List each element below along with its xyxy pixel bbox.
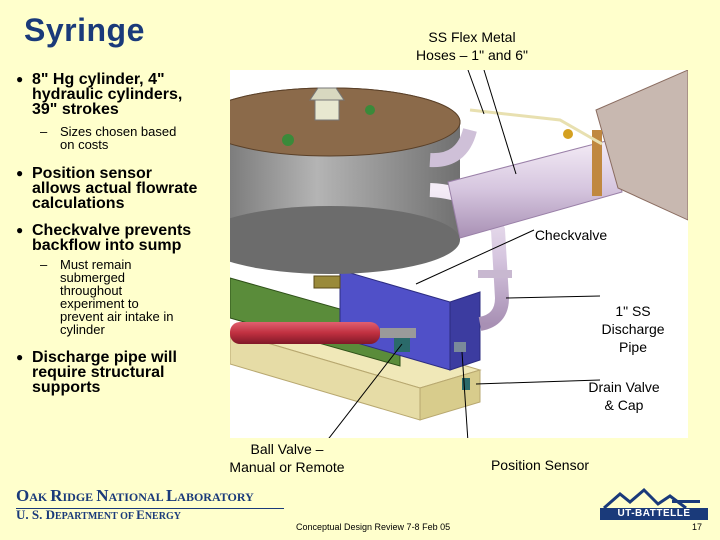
slide-title: Syringe [24,12,145,48]
bullet-3-sub-line2: submerged [60,270,126,285]
ut-battelle-mark-icon [603,487,700,510]
bullet-1-sub-line2: on costs [60,137,109,152]
bullet-3-sub-line5: prevent air intake in [60,309,174,324]
bullet-4-line2: require structural [32,364,165,381]
dept-name-part: U. S. D [16,507,56,522]
bullet-4: ● Discharge pipe will require structural… [16,349,252,396]
lab-name-part: R [50,486,63,505]
bullet-3-sub-line3: throughout [60,283,123,298]
syringe-illustration [199,69,689,443]
lab-name-part: ABORATORY [177,490,254,504]
dept-name-part: EPARTMENT OF [55,511,137,522]
footer-divider [16,508,284,509]
bullet-3-sub-line4: experiment to [60,296,139,311]
dept-name-part: NERGY [144,511,181,522]
dept-name-part: E [136,507,145,522]
hoses-callout: SS Flex Metal Hoses – 1" and 6" [392,28,552,64]
lab-name-part: IDGE [62,490,97,504]
ut-battelle-logo-text: UT-BATTELLE [600,508,708,520]
lab-name: OAK RIDGE NATIONAL LABORATORY [16,486,254,506]
bullet-4-line1: Discharge pipe will [32,349,177,366]
dash-icon: – [40,257,48,272]
checkvalve-callout: Checkvalve [534,227,608,243]
bullet-1-line1: 8" Hg cylinder, 4" [32,71,165,88]
bullet-3-sub: – Must remain submerged throughout exper… [40,258,250,336]
ball-callout-line2: Manual or Remote [229,459,345,475]
discharge-callout-line3: Pipe [618,339,648,355]
review-footer-text: Conceptual Design Review 7-8 Feb 05 [296,522,451,532]
ball-valve-callout: Ball Valve – Manual or Remote [212,440,362,476]
bullet-3-line2: backflow into sump [32,237,182,254]
discharge-pipe-callout: 1" SS Discharge Pipe [590,302,676,356]
page-number: 17 [692,522,703,532]
bullet-dot-icon: ● [16,166,24,180]
bullet-1: ● 8" Hg cylinder, 4" hydraulic cylinders… [16,71,252,118]
discharge-callout-line2: Discharge [601,321,665,337]
bullet-1-line3: 39" strokes [32,101,119,118]
ball-callout-line1: Ball Valve – [250,441,324,457]
bullet-dot-icon: ● [16,72,24,86]
bullet-2-line1: Position sensor [32,165,153,182]
hydraulic-cylinder [230,322,380,344]
bullet-2-line3: calculations [32,195,125,212]
drain-callout-line2: & Cap [604,397,644,413]
department-name: U. S. DEPARTMENT OF ENERGY [16,506,181,524]
bullet-3-sub-line6: cylinder [60,322,105,337]
bullet-3-line1: Checkvalve prevents [32,222,192,239]
hoses-callout-line1: SS Flex Metal [428,29,516,45]
position-sensor-callout: Position Sensor [490,457,590,473]
dash-icon: – [40,124,48,139]
bullet-4-line3: supports [32,379,101,396]
bullet-2-line2: allows actual flowrate [32,180,198,197]
hoses-callout-line2: Hoses – 1" and 6" [416,47,528,63]
bullet-1-sub: – Sizes chosen based on costs [40,125,250,151]
ut-battelle-logo: UT-BATTELLE [600,486,708,520]
lab-name-part: L [165,486,178,505]
syringe-3d-model-image [199,69,689,443]
drain-valve-callout: Drain Valve & Cap [572,378,676,414]
lab-name-part: N [96,486,109,505]
bullet-3-sub-line1: Must remain [60,257,132,272]
bullet-dot-icon: ● [16,350,24,364]
lab-name-part: O [16,486,30,505]
lab-name-part: AK [29,490,51,504]
bullet-2: ● Position sensor allows actual flowrate… [16,165,252,212]
bullet-1-sub-line1: Sizes chosen based [60,124,177,139]
lab-name-part: ATIONAL [108,490,166,504]
bullet-3: ● Checkvalve prevents backflow into sump [16,222,252,254]
discharge-callout-line1: 1" SS [615,303,651,319]
drain-callout-line1: Drain Valve [588,379,660,395]
bullet-1-line2: hydraulic cylinders, [32,86,183,103]
bullet-dot-icon: ● [16,223,24,237]
